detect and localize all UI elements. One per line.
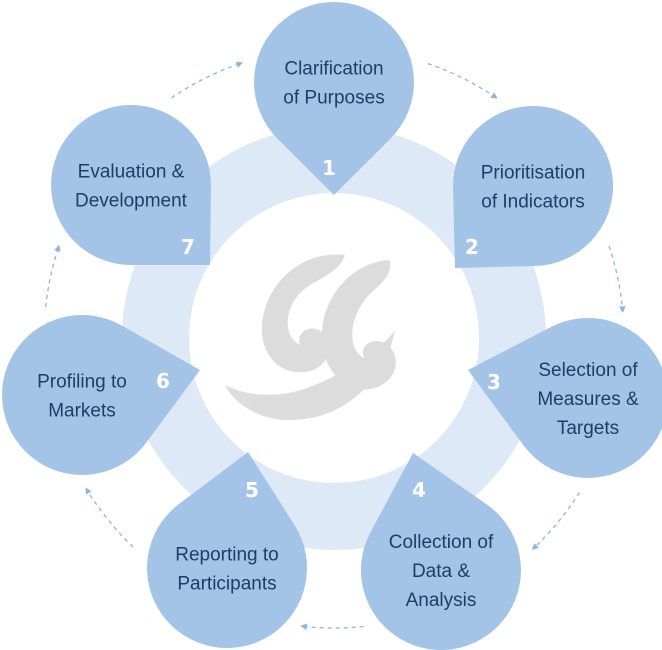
step-petal-5: Reporting to Participants 5 [147, 452, 308, 648]
petal-shape [51, 104, 212, 266]
step-label-line: Measures & [537, 389, 639, 410]
step-petal-2: Prioritisation of Indicators 2 [452, 105, 614, 268]
cycle-arrow [300, 623, 364, 630]
step-label-line: Markets [48, 401, 116, 422]
step-number: 5 [245, 478, 259, 502]
step-number: 7 [181, 235, 195, 259]
center-logo [225, 254, 396, 420]
step-label-line: of Indicators [481, 192, 585, 213]
step-label-line: Profiling to [37, 372, 127, 393]
step-label-line: Evaluation & [78, 162, 185, 183]
step-label-line: Participants [177, 574, 276, 595]
step-label-line: Prioritisation [481, 163, 586, 184]
step-number: 2 [465, 235, 479, 259]
step-petal-3: Selection of Measures & Targets 3 [468, 317, 662, 478]
step-number: 6 [156, 369, 170, 393]
step-petal-7: Evaluation & Development 7 [51, 104, 212, 266]
cycle-arrow [608, 245, 626, 313]
cycle-arrow [171, 61, 244, 99]
step-label-line: Selection of [538, 360, 638, 381]
petal-shape [254, 1, 414, 195]
cycle-arrow [45, 244, 61, 307]
step-number: 4 [412, 478, 426, 502]
petal-shape [361, 453, 521, 650]
step-label-line: Analysis [406, 590, 477, 611]
petal-shape [147, 452, 308, 648]
step-label-line: Clarification [284, 59, 383, 80]
step-number: 1 [322, 156, 336, 180]
petal-shape [2, 314, 200, 475]
step-number: 3 [487, 370, 501, 394]
step-label-line: Data & [412, 561, 470, 582]
step-label-line: Reporting to [175, 545, 279, 566]
step-label-line: Collection of [389, 532, 494, 553]
step-label-line: Development [75, 191, 188, 212]
step-label-line: Targets [557, 418, 619, 439]
step-petal-1: Clarification of Purposes 1 [254, 1, 414, 195]
petal-shape [452, 105, 614, 268]
step-petal-4: Collection of Data & Analysis 4 [361, 453, 521, 650]
cycle-arrow [427, 62, 498, 99]
petal-shape [468, 317, 662, 478]
step-petal-6: Profiling to Markets 6 [2, 314, 200, 475]
step-label-line: of Purposes [283, 88, 384, 109]
cycle-arrow [531, 492, 580, 551]
cycle-arrows [45, 61, 626, 630]
cycle-arrow [85, 487, 134, 548]
